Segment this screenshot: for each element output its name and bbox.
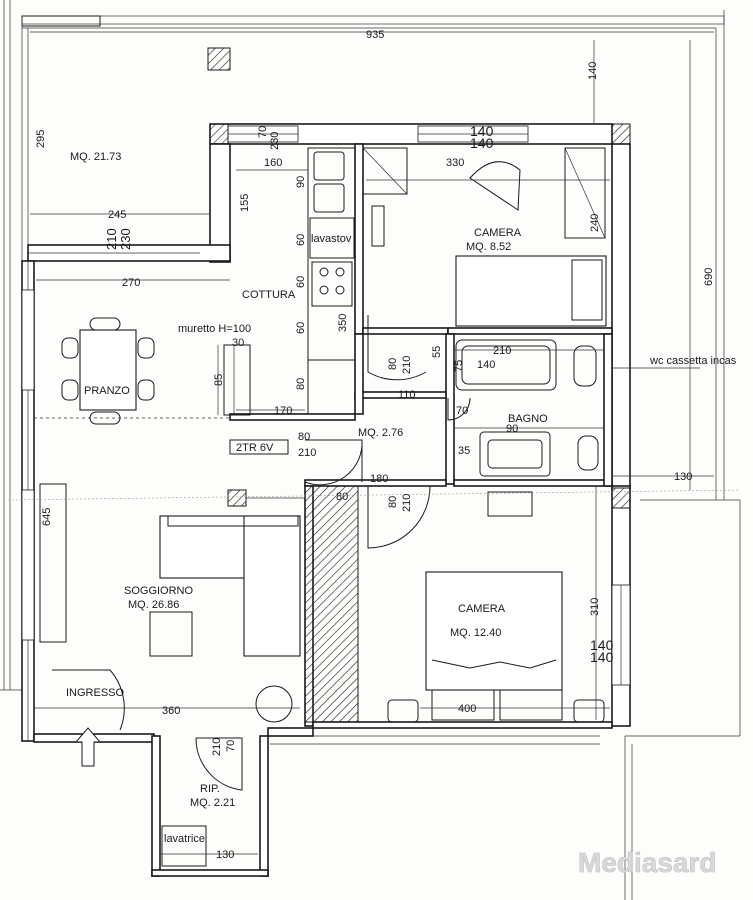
dim-210f-label: 210: [298, 447, 316, 459]
living-name-label: SOGGIORNO: [124, 585, 194, 597]
dining-label: PRANZO: [84, 385, 130, 397]
dim-360: 360: [162, 705, 180, 717]
dim-55: 55: [431, 346, 443, 358]
walls: [21, 47, 631, 877]
dim-80c: 80: [336, 491, 348, 503]
living-area-label: MQ. 26.86: [128, 599, 179, 611]
dim-400: 400: [458, 703, 476, 715]
bedroom1-furniture: [362, 147, 607, 327]
dim-140f: 140: [590, 649, 614, 665]
dim-210e: 210: [401, 494, 413, 512]
dim-140a: 140: [587, 62, 599, 80]
dim-60a: 60: [295, 234, 307, 246]
kitchen-counter: [223, 147, 356, 416]
dim-245: 245: [108, 209, 126, 221]
dim-180: 180: [370, 473, 388, 485]
living-furniture: [39, 483, 359, 723]
dim-645: 645: [41, 508, 53, 526]
dim-80a: 80: [387, 358, 399, 370]
dishwasher-label: lavastov: [311, 233, 352, 245]
dim-230b: 230: [118, 228, 133, 250]
bedroom2-area-label: MQ. 12.40: [450, 627, 501, 639]
dim-350: 350: [337, 314, 349, 332]
entrance-arrow-icon: [74, 727, 102, 767]
dim-80b: 80: [295, 378, 307, 390]
dim-140c: 140: [470, 135, 494, 151]
dim-75: 75: [453, 360, 465, 372]
dimension-numbers: 935 160 330 245 270 210 140 110 170 70 9…: [108, 29, 692, 861]
dimension-lines: [7, 31, 741, 855]
door-swings: [52, 315, 471, 791]
dim-110: 110: [398, 389, 416, 401]
dim-60b: 60: [295, 276, 307, 288]
dim-690: 690: [703, 268, 715, 286]
dim-160: 160: [264, 157, 282, 169]
hall-area-label: MQ. 2.76: [358, 427, 403, 439]
dim-310: 310: [589, 598, 601, 616]
wall-sub-label: 30: [232, 337, 244, 349]
bedroom2-name-label: CAMERA: [458, 603, 506, 615]
dim-85: 85: [213, 374, 225, 386]
dim-80e: 80: [298, 431, 310, 443]
entrance-label: INGRESSO: [66, 687, 125, 699]
watermark-logo: Mediasard: [578, 847, 717, 878]
dim-210c: 210: [401, 356, 413, 374]
bedroom2-furniture: [387, 491, 605, 723]
dim-70b: 70: [456, 405, 468, 417]
dim-170: 170: [274, 405, 292, 417]
bedroom1-name-label: CAMERA: [474, 227, 522, 239]
laundry-label: lavatrice: [164, 833, 205, 845]
storage-fixtures: [161, 825, 207, 867]
dim-130a: 130: [674, 471, 692, 483]
dim-80d: 80: [387, 496, 399, 508]
dim-140e: 140: [590, 637, 614, 653]
dim-140b: 140: [470, 123, 494, 139]
dim-210d: 210: [211, 738, 223, 756]
dim-240: 240: [589, 214, 601, 232]
dim-935: 935: [366, 29, 384, 41]
vertical-dimensions: 295 140 70 230 140 140 90 155 60 210 230…: [35, 62, 715, 756]
radiator-label: 2TR 6V: [236, 442, 274, 454]
dim-155: 155: [239, 194, 251, 212]
wall-note-label: muretto H=100: [178, 323, 251, 335]
bath-fixtures: [455, 339, 599, 477]
dim-130b: 130: [216, 849, 234, 861]
room-labels: MQ. 21.73 COTTURA muretto H=100 30 CAMER…: [66, 151, 737, 845]
storage-name-label: RIP.: [200, 783, 220, 795]
storage-area-label: MQ. 2.21: [190, 797, 235, 809]
dim-60c: 60: [295, 322, 307, 334]
dim-230a: 230: [269, 132, 281, 150]
dim-90b: 90: [506, 423, 518, 435]
wc-note-label: wc cassetta incas: [649, 355, 737, 367]
dim-330: 330: [446, 157, 464, 169]
bath-label: BAGNO: [508, 413, 548, 425]
kitchen-label: COTTURA: [242, 289, 296, 301]
dim-70c: 70: [225, 740, 237, 752]
dining-table: [61, 317, 155, 425]
terrace-area-label: MQ. 21.73: [70, 151, 121, 163]
dim-210a: 210: [104, 228, 119, 250]
dim-140d: 140: [477, 359, 495, 371]
dim-35: 35: [458, 445, 470, 457]
dim-90a: 90: [295, 176, 307, 188]
dim-70: 70: [257, 126, 269, 138]
bedroom1-area-label: MQ. 8.52: [466, 241, 511, 253]
dim-270: 270: [122, 277, 140, 289]
dim-210b: 210: [493, 345, 511, 357]
dim-295: 295: [35, 130, 47, 148]
